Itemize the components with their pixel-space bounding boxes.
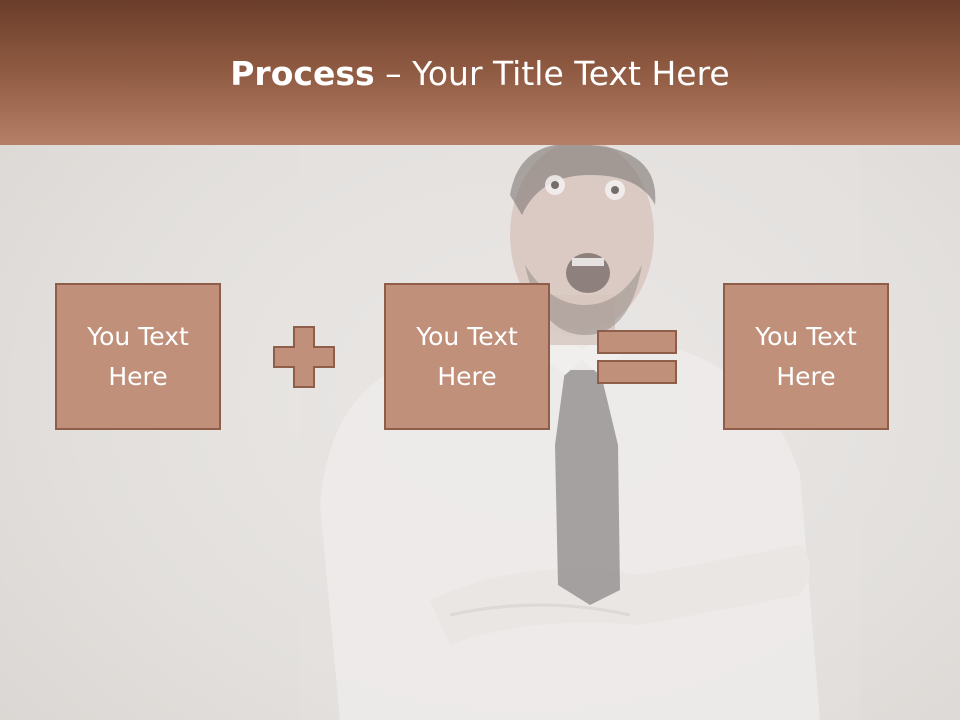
title-bar: Process – Your Title Text Here: [0, 0, 960, 145]
title-bold: Process: [230, 54, 375, 93]
title-separator: –: [374, 54, 413, 93]
plus-icon: [273, 326, 335, 388]
title-rest: Your Title Text Here: [412, 54, 730, 93]
equals-icon: [597, 330, 677, 384]
process-box-2-text: You Text Here: [416, 321, 518, 391]
process-box-3[interactable]: You Text Here: [723, 283, 889, 430]
process-box-3-text: You Text Here: [755, 321, 857, 391]
background-photo: [300, 145, 860, 720]
slide-title[interactable]: Process – Your Title Text Here: [0, 52, 960, 96]
process-box-1-text: You Text Here: [87, 321, 189, 391]
process-box-2[interactable]: You Text Here: [384, 283, 550, 430]
process-box-1[interactable]: You Text Here: [55, 283, 221, 430]
